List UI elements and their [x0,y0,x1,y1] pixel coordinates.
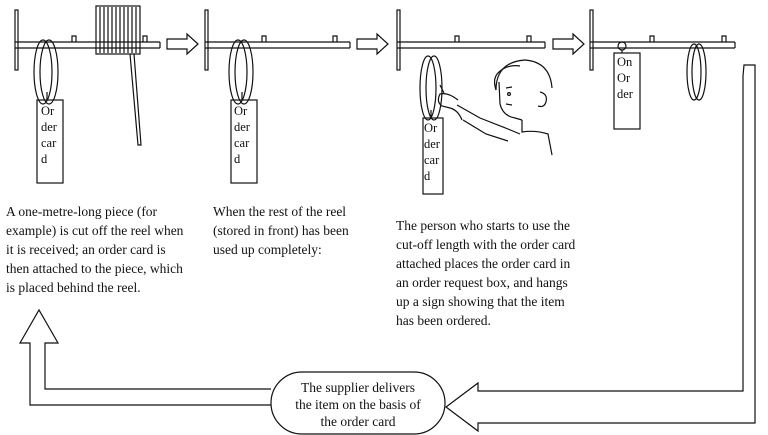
panel-3-rack [396,9,546,71]
svg-text:the item on the basis of: the item on the basis of [295,397,421,412]
flow-arrow-2 [356,32,389,56]
svg-text:the order card: the order card [321,414,396,429]
panel-4-coil [686,43,707,101]
svg-text:Or: Or [424,121,438,135]
step-2-caption: When the rest of the reel (stored in fro… [213,204,349,257]
panel-4-sign [613,41,641,130]
panel-4-on-order-sign: On Or der [617,55,634,101]
supplier-text: The supplier delivers the item on the ba… [295,380,421,429]
svg-text:der: der [41,120,58,134]
svg-text:Or: Or [234,104,248,118]
panel-3-order-card: Or der car d [424,121,441,183]
svg-text:Or: Or [41,104,55,118]
svg-text:der: der [617,87,634,101]
panel-1-reel [95,5,142,146]
supplier-oval [270,371,446,435]
panel-1-rack [14,9,161,71]
svg-text:car: car [41,136,57,150]
svg-text:car: car [424,153,440,167]
return-arrow-left [18,308,271,406]
person-icon [437,59,553,156]
step-3-caption: The person who starts to use the cut-off… [396,218,576,328]
panel-2-coil [228,39,258,184]
svg-text:d: d [424,169,431,183]
svg-text:Or: Or [617,71,631,85]
panel-1-order-card: Or der car d [41,104,58,166]
svg-text:der: der [234,120,251,134]
panel-2-rack [204,9,351,71]
panel-4-rack [589,9,736,71]
panel-2-order-card: Or der car d [234,104,251,166]
flow-arrow-1 [166,32,199,56]
return-arrow-right [445,64,756,433]
svg-text:On: On [617,55,633,69]
svg-text:d: d [41,152,48,166]
svg-text:The supplier delivers: The supplier delivers [301,380,415,395]
svg-text:d: d [234,152,241,166]
svg-text:der: der [424,137,441,151]
step-1-caption: A one-metre-long piece (for example) is … [6,204,184,295]
panel-1-coil [33,39,64,184]
svg-text:car: car [234,136,250,150]
flow-arrow-3 [552,32,585,56]
